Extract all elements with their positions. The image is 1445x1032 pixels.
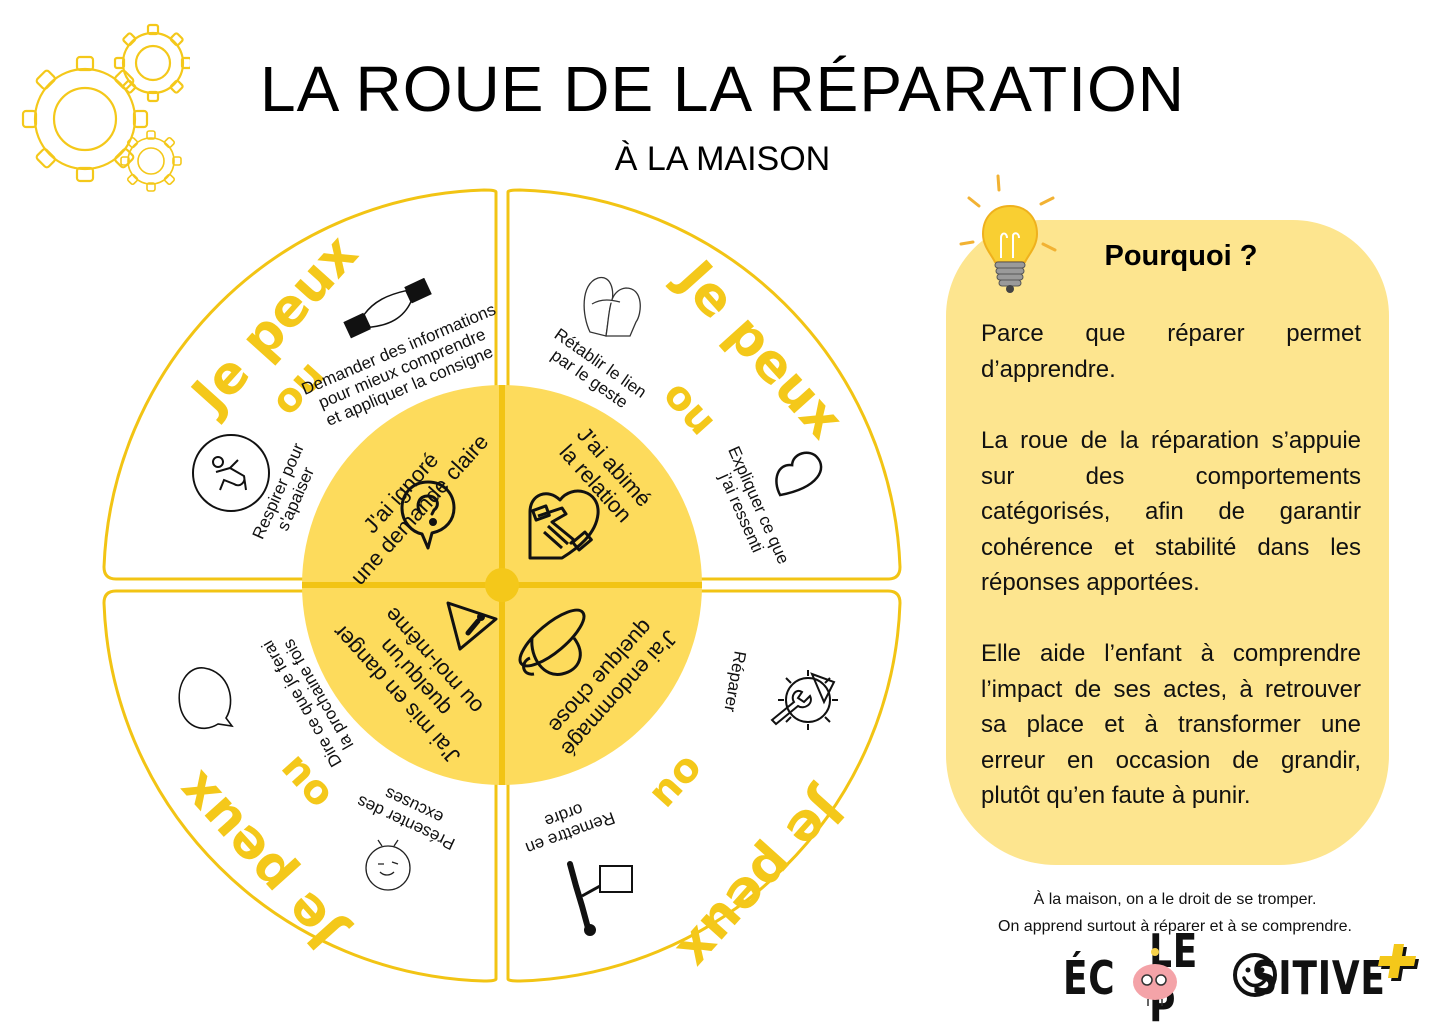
brain-mascot-icon bbox=[1133, 948, 1177, 1006]
cleaning-person-icon bbox=[567, 861, 633, 936]
center-hub bbox=[485, 568, 519, 602]
repair-gear-icon bbox=[770, 670, 838, 730]
footer-line-1: À la maison, on a le droit de se tromper… bbox=[1033, 891, 1317, 908]
breathing-person-icon bbox=[192, 434, 270, 512]
lightbulb-icon bbox=[959, 174, 1057, 293]
gears-icon bbox=[21, 23, 190, 192]
apologizing-character-icon bbox=[365, 839, 411, 891]
plus-icon bbox=[1378, 944, 1419, 981]
panel-paragraph: La roue de la réparation s’appuie sur de… bbox=[981, 427, 1361, 596]
hug-icon bbox=[583, 276, 641, 337]
panel-title: Pourquoi ? bbox=[1104, 240, 1258, 272]
info-panel bbox=[946, 220, 1389, 865]
page-title: LA ROUE DE LA RÉPARATION bbox=[260, 53, 1185, 125]
warning-triangle-icon bbox=[446, 601, 498, 651]
footer-line-2: On apprend surtout à réparer et à se com… bbox=[998, 918, 1352, 935]
smiley-icon bbox=[1233, 953, 1277, 997]
handshake-icon bbox=[343, 278, 432, 339]
question-speech-bubble-icon bbox=[400, 480, 456, 550]
broken-cup-icon bbox=[518, 608, 586, 676]
heart-handshake-icon bbox=[528, 489, 600, 560]
panel-paragraph: Parce que réparer permet d’apprendre. bbox=[981, 320, 1361, 383]
page-subtitle: À LA MAISON bbox=[614, 140, 831, 178]
heart-outline-icon bbox=[775, 451, 823, 497]
panel-paragraph: Elle aide l’enfant à comprendre l’impact… bbox=[981, 640, 1361, 809]
speech-bubble-icon bbox=[178, 667, 234, 730]
